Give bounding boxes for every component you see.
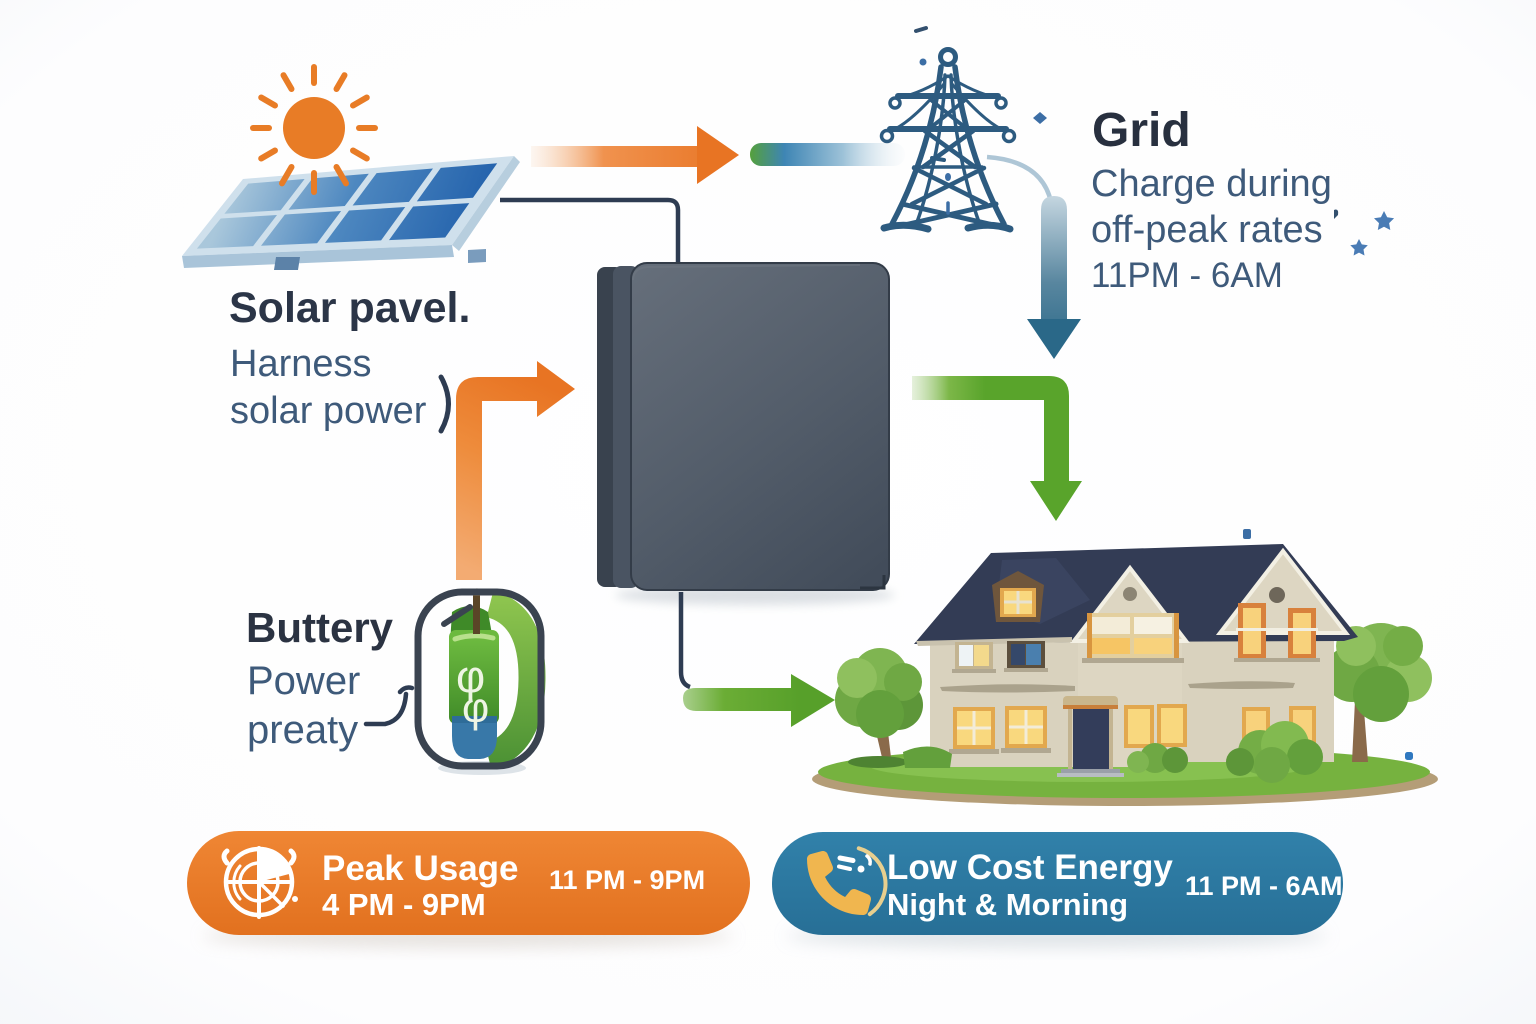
svg-text:Charge during: Charge during (1091, 163, 1332, 205)
svg-text:11 PM - 6AM: 11 PM - 6AM (1185, 871, 1343, 901)
svg-text:preaty: preaty (247, 708, 358, 752)
svg-text:solar power: solar power (230, 390, 427, 432)
svg-text:Grid: Grid (1092, 104, 1191, 157)
svg-text:Harness: Harness (230, 343, 372, 385)
svg-text:11PM - 6AM: 11PM - 6AM (1091, 256, 1283, 295)
svg-text:φ: φ (462, 684, 489, 731)
svg-text:11 PM - 9PM: 11 PM - 9PM (549, 865, 705, 895)
svg-text:Low Cost Energy: Low Cost Energy (887, 848, 1173, 887)
svg-text:Power: Power (247, 659, 360, 703)
svg-text:φ: φ (456, 651, 485, 702)
svg-text:Night & Morning: Night & Morning (887, 887, 1128, 922)
svg-text:Solar pavel.: Solar pavel. (229, 284, 470, 332)
svg-text:Peak Usage: Peak Usage (322, 849, 519, 888)
svg-text:off-peak rates: off-peak rates (1091, 209, 1323, 251)
svg-text:Buttery: Buttery (246, 604, 394, 651)
svg-text:4 PM - 9PM: 4 PM - 9PM (322, 887, 486, 922)
